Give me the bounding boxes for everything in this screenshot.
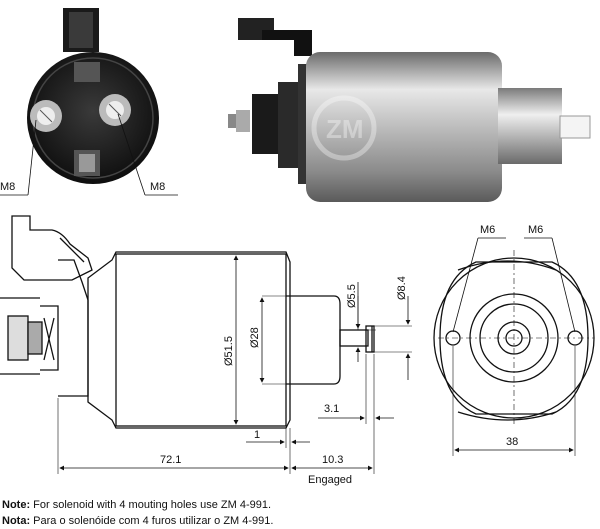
dim-10-3: 10.3 Engaged	[291, 454, 373, 486]
note-english-text: For solenoid with 4 mouting holes use ZM…	[33, 499, 272, 511]
dim-d8-4: Ø8.4	[374, 276, 412, 380]
m8-callout-right: M8	[117, 113, 178, 196]
m6-right-label: M6	[528, 224, 543, 236]
d8-4-label: Ø8.4	[396, 276, 408, 300]
solenoid-technical-drawing: M8 M8 ZM	[0, 8, 595, 486]
notes-block: Note: For solenoid with 4 mouting holes …	[2, 497, 598, 529]
len-38-label: 38	[506, 436, 518, 448]
d28-label: Ø28	[249, 327, 261, 348]
note-portuguese-label: Nota:	[2, 515, 31, 527]
engaged-label: Engaged	[308, 474, 352, 486]
end-view-photo	[27, 8, 159, 184]
len-1-label: 1	[254, 429, 260, 441]
note-english-label: Note:	[2, 499, 31, 511]
m8-callout-left: M8	[0, 119, 37, 196]
dim-38: 38	[452, 346, 576, 456]
len-72-1-label: 72.1	[160, 454, 181, 466]
note-portuguese: Nota: Para o solenóide com 4 furos utili…	[2, 513, 598, 529]
m8-left-label: M8	[0, 181, 15, 193]
dim-3-1: 3.1	[318, 354, 394, 424]
len-3-1-label: 3.1	[324, 403, 339, 415]
m6-callout-right: M6	[524, 224, 576, 333]
dim-d51-5: Ø51.5	[223, 255, 239, 425]
dim-d5-5: Ø5.5	[340, 282, 376, 362]
side-outline	[0, 215, 375, 429]
side-view-photo: ZM	[228, 18, 591, 202]
len-10-3-label: 10.3	[322, 454, 343, 466]
m6-left-label: M6	[480, 224, 495, 236]
m6-callout-left: M6	[452, 224, 506, 333]
d5-5-label: Ø5.5	[346, 284, 358, 308]
front-centerlines	[438, 250, 594, 424]
note-english: Note: For solenoid with 4 mouting holes …	[2, 497, 598, 513]
zm-watermark: ZM	[326, 114, 364, 144]
dim-d28: Ø28	[249, 295, 294, 385]
note-portuguese-text: Para o solenóide com 4 furos utilizar o …	[33, 515, 274, 527]
d51-5-label: Ø51.5	[223, 336, 235, 366]
dim-1: 1	[246, 428, 310, 448]
m8-right-label: M8	[150, 181, 165, 193]
dim-72-1: 72.1	[57, 398, 375, 474]
